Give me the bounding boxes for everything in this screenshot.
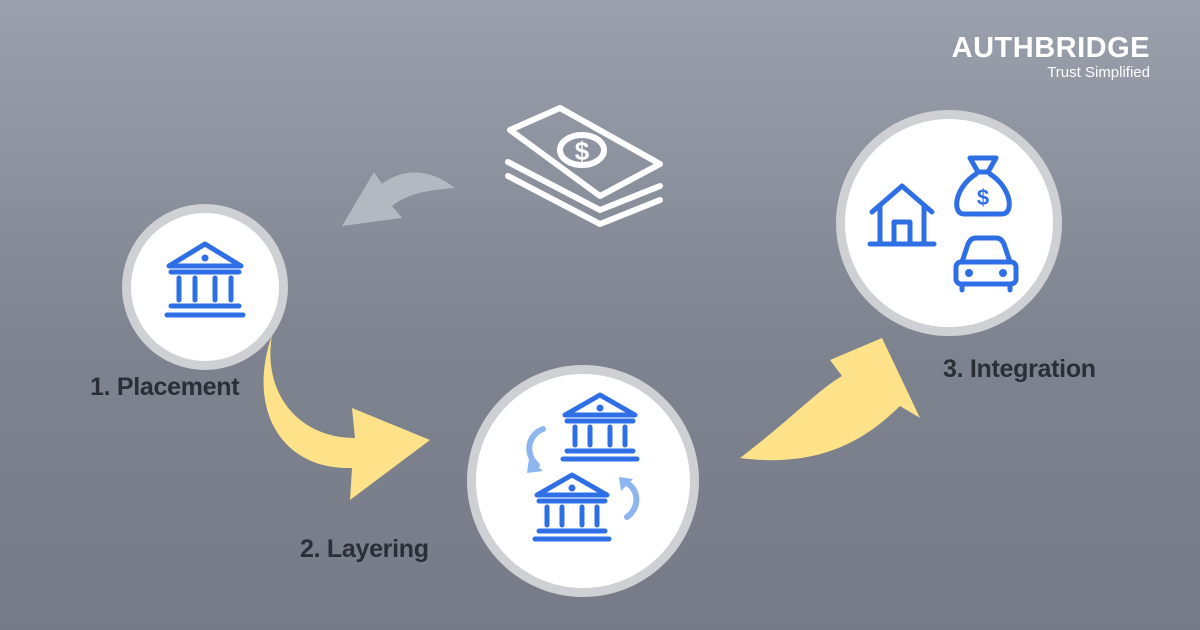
- layering-to-integration-arrow: [740, 338, 920, 461]
- bank-transfer-icon: [526, 392, 640, 542]
- placement-to-layering-arrow: [263, 335, 430, 500]
- cash-stack-icon: $: [505, 105, 663, 227]
- assets-icon: $: [867, 155, 1019, 293]
- step-label-integration: 3. Integration: [943, 355, 1096, 383]
- svg-text:$: $: [575, 136, 590, 166]
- money-bag-icon: [954, 155, 1012, 217]
- brand-name: AUTHBRIDGE: [951, 32, 1150, 64]
- svg-text:$: $: [977, 185, 989, 210]
- car-icon: [953, 235, 1019, 293]
- brand-tagline: Trust Simplified: [1047, 64, 1150, 81]
- gray-curved-arrow: [342, 172, 455, 226]
- integration-circle: [836, 110, 1062, 336]
- house-icon: [867, 183, 937, 247]
- placement-circle: [122, 204, 288, 370]
- bank-icon: [164, 241, 246, 318]
- brand-logo: AUTHBRIDGE Trust Simplified: [952, 33, 1150, 81]
- step-label-placement: 1. Placement: [90, 373, 240, 401]
- step-label-layering: 2. Layering: [300, 535, 429, 563]
